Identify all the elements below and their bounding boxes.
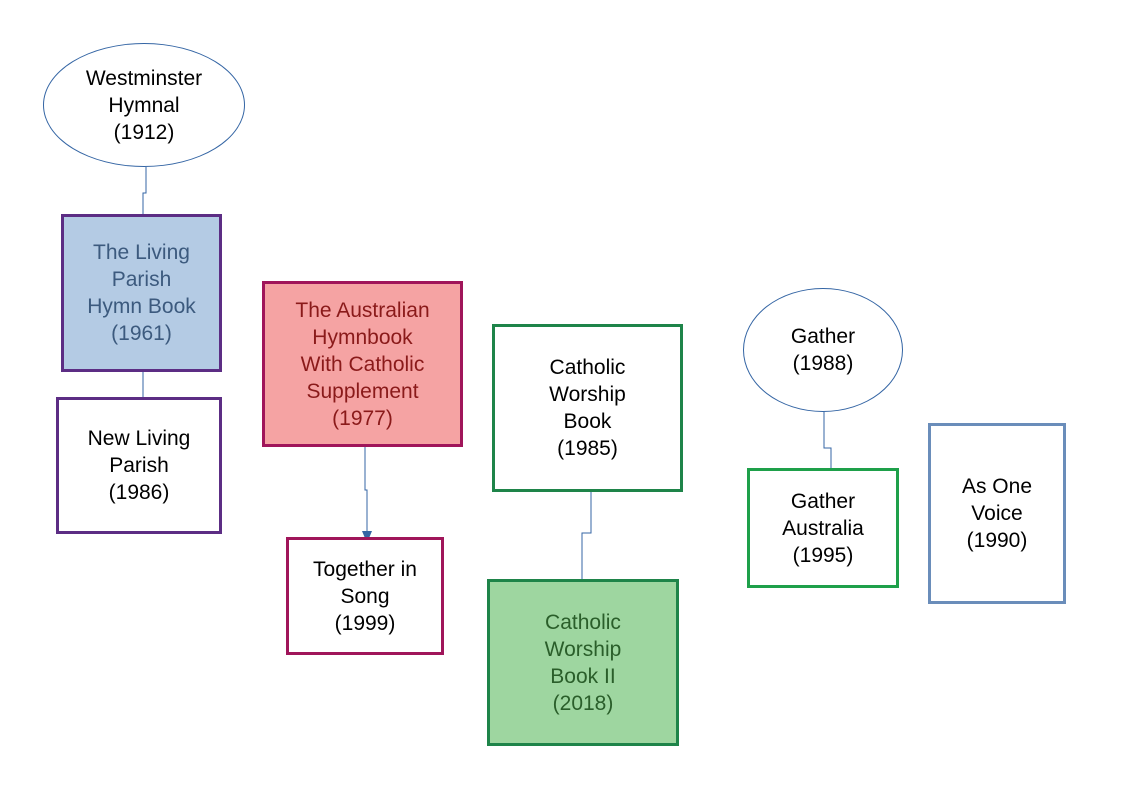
node-as-one-voice: As One Voice (1990): [928, 423, 1066, 604]
node-gather-australia: Gather Australia (1995): [747, 468, 899, 588]
node-gather: Gather (1988): [743, 288, 903, 412]
node-living-parish: The Living Parish Hymn Book (1961): [61, 214, 222, 372]
node-together-in-song: Together in Song (1999): [286, 537, 444, 655]
edge-australian-hymnbook-to-together-in-song: [362, 437, 372, 543]
node-new-living-parish: New Living Parish (1986): [56, 397, 222, 534]
node-catholic-worship-book-ii: Catholic Worship Book II (2018): [487, 579, 679, 746]
node-australian-hymnbook: The Australian Hymnbook With Catholic Su…: [262, 281, 463, 447]
connector-line: [142, 167, 147, 233]
connector-line: [581, 464, 592, 597]
connector-line: [823, 412, 832, 482]
node-catholic-worship-book: Catholic Worship Book (1985): [492, 324, 683, 492]
connector-line: [364, 437, 368, 543]
node-westminster: Westminster Hymnal (1912): [43, 43, 245, 167]
